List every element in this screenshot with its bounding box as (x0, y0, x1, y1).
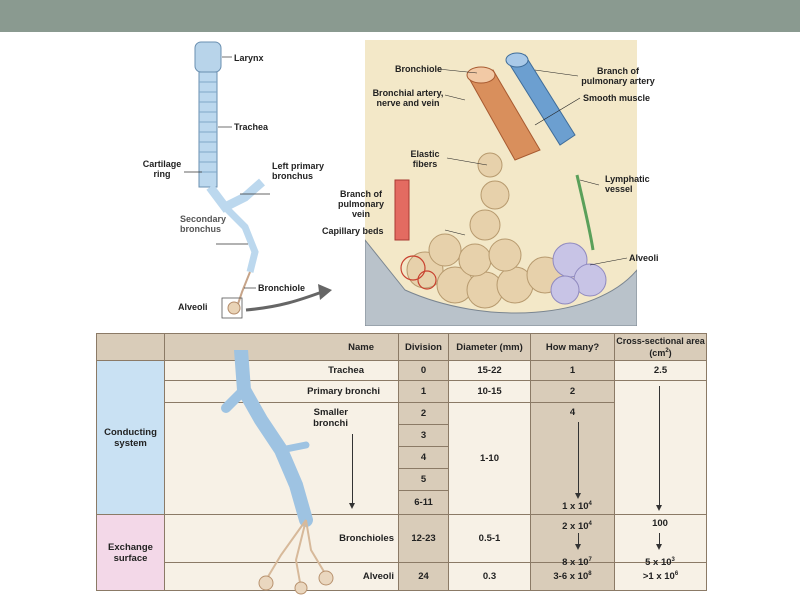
table-tree-alveoli (258, 570, 334, 595)
name-alveoli: Alveoli (164, 562, 399, 591)
area-conducting-arrow-cell (614, 380, 707, 515)
diameter-trachea: 15-22 (448, 360, 531, 381)
division-6-11: 6-11 (398, 490, 449, 515)
detail-label-lymphatic-vessel: Lymphatic vessel (605, 174, 650, 194)
trachea-shape (198, 71, 218, 188)
count-bronchioles-bottom: 8 x 10 (562, 557, 589, 569)
count-arrow-bronchioles (575, 533, 581, 550)
diameter-smaller: 1-10 (448, 402, 531, 515)
count-bronchioles-top: 2 x 10 (562, 521, 589, 533)
larynx-shape (194, 41, 222, 73)
area-bronchioles-bottom: 5 x 10 (645, 557, 672, 569)
alveoli-cluster-shape (227, 301, 241, 315)
label-alveoli: Alveoli (178, 302, 208, 312)
count-primary: 2 (530, 380, 615, 403)
category-conducting: Conducting system (96, 360, 165, 515)
division-24: 24 (398, 562, 449, 591)
count-bronchioles-bottom-wrap: 8 x 107 (535, 555, 619, 568)
alveoli-detail-illustration (364, 40, 638, 327)
area-bronchioles-top: 100 (652, 518, 668, 529)
table-tree-trunk (234, 350, 313, 527)
count-smaller-top: 4 (569, 407, 576, 418)
division-0: 0 (398, 360, 449, 381)
label-larynx: Larynx (234, 53, 264, 63)
division-12-23: 12-23 (398, 514, 449, 563)
alveoli-zoom-box (221, 297, 243, 319)
label-bronchiole: Bronchiole (258, 283, 306, 293)
detail-label-bronchial-artery: Bronchial artery, nerve and vein (372, 88, 444, 108)
count-smaller-bottom-wrap: 1 x 104 (535, 499, 619, 512)
area-alveoli-cell: >1 x 106 (614, 562, 707, 591)
airway-tree-illustration (184, 41, 332, 319)
table-tree-bronchioles (305, 519, 327, 576)
area-bronchioles-bottom-exp: 3 (671, 557, 675, 563)
detail-label-alveoli: Alveoli (629, 253, 659, 263)
detail-label-capillary-beds: Capillary beds (322, 226, 384, 236)
label-cartilage-ring: Cartilage ring (142, 159, 182, 179)
name-primary-bronchi: Primary bronchi (164, 380, 399, 403)
diameter-alveoli: 0.3 (448, 562, 531, 591)
name-trachea: Trachea (164, 360, 399, 381)
label-trachea: Trachea (234, 122, 269, 132)
alveoli-detail-svg (364, 52, 638, 327)
count-alveoli: 3-6 x 10 (553, 571, 589, 583)
header-blank (96, 333, 165, 361)
area-arrow-conducting (656, 386, 662, 511)
area-arrow-bronchioles (656, 533, 662, 550)
count-bronchioles-cell (530, 514, 615, 563)
count-alveoli-cell: 3-6 x 108 (530, 562, 615, 591)
zoom-arrow (245, 290, 323, 312)
area-bronchioles-bottom-wrap: 5 x 103 (614, 555, 706, 568)
count-arrow-conducting (575, 422, 581, 499)
count-bronchioles-top-wrap: 2 x 104 (535, 519, 619, 532)
count-alveoli-exp: 8 (588, 570, 592, 577)
bronchiole-shape (237, 271, 251, 305)
area-alveoli: >1 x 10 (642, 571, 675, 583)
detail-label-branch-pulmonary-vein: Branch of pulmonary vein (337, 189, 384, 219)
count-bronchioles-top-exp: 4 (588, 521, 592, 527)
pulmonary-vein (394, 179, 410, 241)
label-left-primary-bronchus: Left primary bronchus (272, 161, 325, 181)
header-how-many: How many? (530, 333, 615, 361)
division-5: 5 (398, 468, 449, 491)
header-division: Division (398, 333, 449, 361)
detail-label-elastic-fibers: Elastic fibers (410, 149, 440, 169)
division-2: 2 (398, 402, 449, 425)
primary-bronchus-shape (206, 178, 265, 213)
division-3: 3 (398, 424, 449, 447)
secondary-bronchus-shape (222, 204, 259, 273)
count-smaller-cell: 4 (530, 402, 615, 515)
airway-table: Name Division Diameter (mm) How many? Cr… (96, 333, 707, 597)
count-bronchioles-bottom-exp: 7 (588, 557, 592, 563)
division-1: 1 (398, 380, 449, 403)
header-area: Cross-sectional area (cm2) (614, 333, 707, 361)
count-smaller-bottom-exp: 4 (588, 501, 592, 507)
diameter-bronchioles: 0.5-1 (448, 514, 531, 563)
diameter-primary: 10-15 (448, 380, 531, 403)
area-trachea: 2.5 (614, 360, 707, 381)
header-bar (0, 0, 800, 32)
count-smaller-bottom: 1 x 10 (562, 501, 589, 513)
detail-label-smooth-muscle: Smooth muscle (583, 93, 651, 103)
header-diameter: Diameter (mm) (448, 333, 531, 361)
zoom-arrowhead (318, 284, 332, 300)
tissue-base (364, 238, 638, 327)
lymphatic-vessel (575, 174, 595, 251)
label-secondary-bronchus: Secondary bronchus (180, 214, 227, 234)
area-bronchioles-cell (614, 514, 707, 563)
area-alveoli-exp: 6 (674, 570, 679, 577)
detail-label-bronchiole: Bronchiole (395, 64, 443, 74)
division-4: 4 (398, 446, 449, 469)
name-arrow-smaller-bronchi (349, 434, 355, 509)
count-trachea: 1 (530, 360, 615, 381)
detail-label-branch-pulmonary-artery: Branch of pulmonary artery (581, 66, 655, 86)
table-bronchial-tree (221, 350, 334, 595)
category-exchange: Exchange surface (96, 514, 165, 591)
